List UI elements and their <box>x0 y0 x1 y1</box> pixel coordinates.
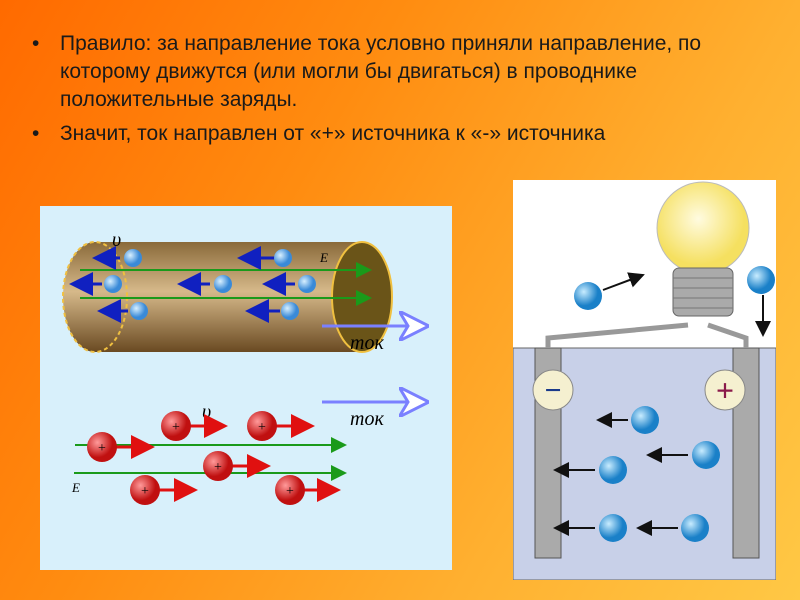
svg-text:+: + <box>141 484 149 499</box>
svg-text:+: + <box>286 484 294 499</box>
ions <box>553 266 775 542</box>
bulb <box>656 181 750 275</box>
battery-bulb-diagram: − + <box>512 180 777 581</box>
velocity-label-bottom: υ⃗ <box>202 401 227 423</box>
svg-text:+: + <box>258 420 266 435</box>
bullet-list: Правило: за направление тока условно при… <box>28 30 788 154</box>
proton-signs: + + + + + + <box>98 420 294 499</box>
negative-sign: − <box>544 374 561 407</box>
conductor-diagram: υ⃗ E⃗ ток ток υ⃗ E⃗ + + + + + + <box>40 206 452 570</box>
electrons <box>69 246 316 323</box>
field-label-bottom: E⃗ <box>71 480 90 495</box>
velocity-label-top: υ⃗ <box>112 229 137 251</box>
positive-electrode-badge <box>704 369 746 411</box>
bulb-base <box>672 267 734 317</box>
negative-electrode-badge <box>532 369 574 411</box>
positive-sign: + <box>716 372 734 408</box>
field-lines <box>80 262 372 306</box>
svg-text:+: + <box>98 441 106 456</box>
svg-text:+: + <box>172 420 180 435</box>
bullet-conclusion: Значит, ток направлен от «+» источника к… <box>28 120 788 148</box>
bullet-rule: Правило: за направление тока условно при… <box>28 30 788 114</box>
current-label-bottom: ток <box>350 408 384 430</box>
svg-text:+: + <box>214 460 222 475</box>
current-label-top: ток <box>350 332 384 354</box>
wires <box>545 322 749 348</box>
field-label-top: E⃗ <box>319 250 338 265</box>
protons <box>87 411 341 505</box>
